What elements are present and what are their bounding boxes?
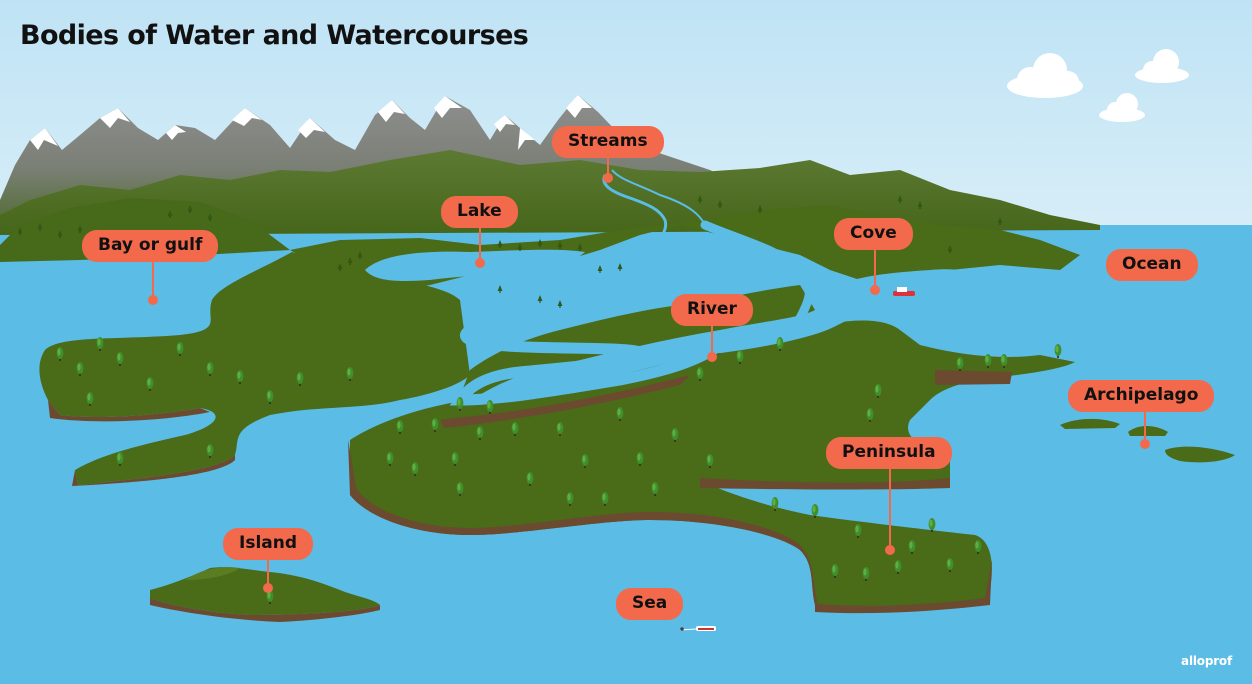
island-soil bbox=[150, 598, 380, 622]
islet bbox=[1165, 446, 1235, 463]
mainland bbox=[39, 252, 471, 485]
diagram-title: Bodies of Water and Watercourses bbox=[20, 20, 529, 51]
label-peninsula: Peninsula bbox=[826, 437, 952, 469]
callout-markers bbox=[148, 157, 1150, 593]
boat-sea bbox=[679, 626, 716, 631]
label-bay-or-gulf: Bay or gulf bbox=[82, 230, 219, 262]
cloud bbox=[1099, 93, 1145, 122]
label-streams: Streams bbox=[552, 126, 664, 158]
cloud bbox=[1007, 53, 1083, 98]
cove-soil bbox=[935, 370, 1012, 385]
boat-cove bbox=[893, 287, 915, 296]
mainland-soil bbox=[48, 400, 210, 422]
label-cove: Cove bbox=[834, 218, 913, 250]
right-soil bbox=[700, 478, 950, 490]
label-sea: Sea bbox=[616, 588, 684, 620]
brand-logo: alloprof bbox=[1181, 654, 1232, 668]
cloud bbox=[1135, 49, 1189, 83]
mainland-tip-soil bbox=[72, 455, 235, 486]
river-mouth bbox=[712, 302, 858, 353]
island-hill bbox=[185, 567, 240, 580]
river-north bbox=[700, 220, 814, 323]
islet bbox=[1060, 418, 1120, 429]
label-ocean: Ocean bbox=[1106, 249, 1198, 281]
lake bbox=[365, 249, 585, 281]
label-river: River bbox=[671, 294, 753, 326]
label-island: Island bbox=[223, 528, 314, 560]
stream bbox=[602, 174, 668, 250]
label-lake: Lake bbox=[441, 196, 518, 228]
central-soil bbox=[440, 375, 690, 428]
label-archipelago: Archipelago bbox=[1068, 380, 1215, 412]
islet bbox=[1128, 426, 1168, 436]
stream bbox=[611, 169, 706, 226]
river-main bbox=[449, 242, 806, 406]
